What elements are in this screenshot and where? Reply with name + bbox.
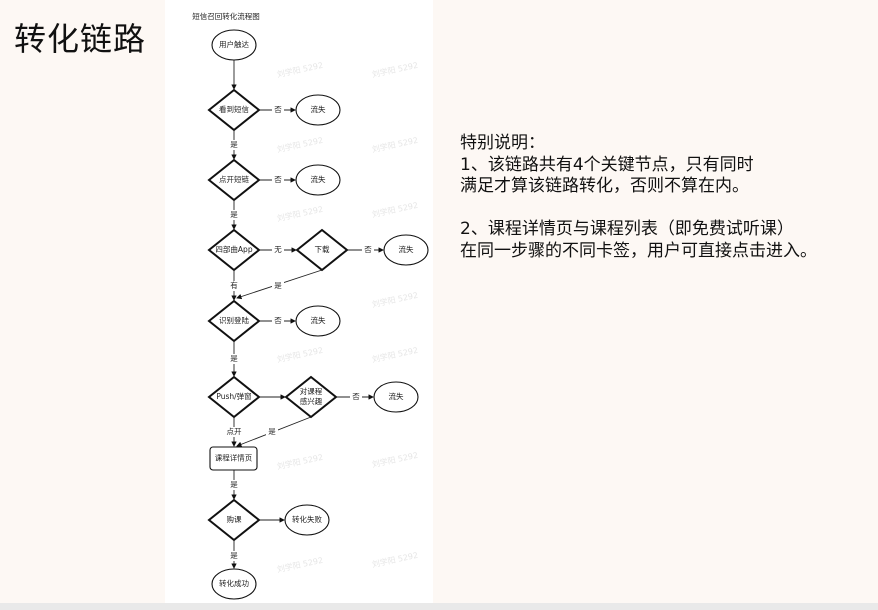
watermark: 刘学阳 5292	[276, 345, 324, 365]
edge-label-yes: 是	[274, 281, 282, 290]
node-label: 用户触达	[219, 39, 249, 49]
node-label: 看到短信	[219, 104, 249, 114]
bottom-strip	[0, 603, 878, 610]
watermark: 刘学阳 5292	[276, 555, 324, 575]
notes-line	[460, 198, 817, 220]
notes-line: 在同一步骤的不同卡签，用户可直接点击进入。	[460, 240, 817, 261]
node-has-app: 四部曲App	[207, 228, 261, 272]
node-see-sms: 看到短信	[207, 88, 261, 132]
notes-heading: 特别说明：	[460, 133, 545, 153]
watermark: 刘学阳 5292	[276, 60, 324, 80]
notes-line: 2、课程详情页与课程列表（即免费试听课）	[460, 219, 794, 239]
node-label: 流失	[311, 174, 326, 184]
edge-label-yes: 是	[268, 427, 276, 436]
edge-label-none: 无	[274, 245, 282, 254]
node-fail: 转化失败	[284, 504, 330, 536]
node-download: 下载	[295, 228, 349, 272]
node-label: 识别登陆	[219, 315, 249, 325]
watermark: 刘学阳 5292	[371, 450, 419, 470]
node-label: 对课程	[300, 386, 323, 396]
node-label: 点开短链	[219, 174, 249, 184]
node-lost: 流失	[373, 381, 419, 413]
edge-label-no: 否	[274, 316, 282, 325]
edge-label-yes: 是	[230, 210, 238, 219]
node-label: 下载	[315, 244, 330, 254]
node-lost: 流失	[295, 94, 341, 126]
node-label: 流失	[399, 244, 414, 254]
node-purchase: 购课	[207, 498, 261, 542]
slide-title: 转化链路	[14, 20, 147, 58]
node-label: 课程详情页	[215, 453, 253, 463]
node-label: 流失	[311, 315, 326, 325]
node-course-detail: 课程详情页	[209, 446, 258, 471]
notes-line: 满足才算该链路转化，否则不算在内。	[460, 176, 749, 196]
watermark: 刘学阳 5292	[276, 135, 324, 155]
watermark: 刘学阳 5292	[371, 345, 419, 365]
node-start: 用户触达	[211, 29, 257, 61]
edge-label-yes: 是	[230, 140, 238, 149]
watermark: 刘学阳 5292	[276, 204, 324, 224]
watermark: 刘学阳 5292	[371, 60, 419, 80]
watermark: 刘学阳 5292	[371, 290, 419, 310]
watermark: 刘学阳 5292	[371, 200, 419, 220]
watermark: 刘学阳 5292	[371, 550, 419, 570]
node-label: 流失	[389, 391, 404, 401]
node-label: Push/弹窗	[216, 391, 251, 401]
node-open-link: 点开短链	[207, 158, 261, 202]
node-success: 转化成功	[211, 568, 257, 600]
edge-label-open: 点开	[227, 427, 242, 436]
watermark: 刘学阳 5292	[371, 135, 419, 155]
node-label: 四部曲App	[215, 244, 252, 254]
node-login: 识别登陆	[207, 299, 261, 343]
edge-labels: 否 是 否 是 无 否 有 是 否 是 否 点开 是 是 是	[225, 105, 374, 561]
flowchart-panel	[165, 0, 433, 603]
watermark: 刘学阳 5292	[276, 452, 324, 472]
node-label: 购课	[227, 514, 242, 524]
edge-label-no: 否	[274, 105, 282, 114]
node-label: 转化失败	[292, 514, 322, 524]
notes: 特别说明： 1、该链路共有4个关键节点，只有同时 满足才算该链路转化，否则不算在…	[460, 133, 817, 262]
node-lost: 流失	[295, 305, 341, 337]
edge-label-no: 否	[352, 392, 360, 401]
node-lost: 流失	[383, 234, 429, 266]
edge-label-yes: 是	[230, 480, 238, 489]
node-label: 流失	[311, 104, 326, 114]
notes-line: 1、该链路共有4个关键节点，只有同时	[460, 154, 754, 175]
edge-label-no: 否	[364, 245, 372, 254]
edge-label-has: 有	[230, 280, 238, 290]
flowchart-title: 短信召回转化流程图	[192, 11, 260, 21]
node-push: Push/弹窗	[207, 375, 261, 419]
node-label: 转化成功	[219, 578, 249, 588]
node-interested: 对课程 感兴趣	[284, 375, 338, 419]
node-lost: 流失	[295, 164, 341, 196]
edge-label-yes: 是	[230, 551, 238, 560]
edge-label-no: 否	[274, 175, 282, 184]
node-label: 感兴趣	[300, 396, 323, 406]
edge-label-yes: 是	[230, 354, 238, 363]
